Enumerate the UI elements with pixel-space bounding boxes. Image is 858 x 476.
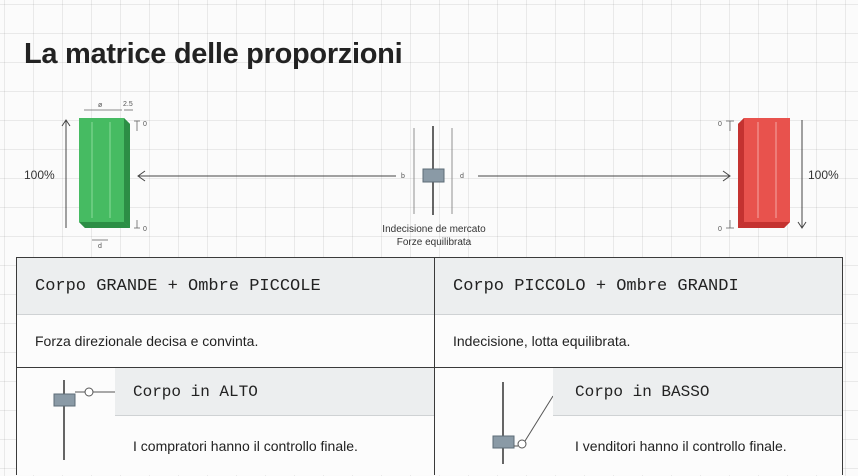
left-height-arrow [61, 119, 71, 228]
right-bottom-zero-label: 0 [718, 226, 722, 233]
left-sub-text: I compratori hanno il controllo finale. [133, 437, 358, 454]
left-bottom-zero-label: 0 [143, 226, 147, 233]
top-small-dimension-label: 2.5 [123, 101, 133, 108]
doji-candle [413, 126, 453, 215]
right-header: Corpo PICCOLO + Ombre GRANDI [435, 258, 842, 315]
left-description: Forza direzionale decisa e convinta. [17, 314, 434, 368]
left-sub-header: Corpo in ALTO [115, 368, 434, 416]
right-top-zero-label: 0 [718, 121, 722, 128]
right-percent-label: 100% [808, 168, 839, 182]
left-bottom-d-label: d [98, 243, 102, 250]
right-sub-section: Corpo in BASSO I venditori hanno il cont… [435, 368, 842, 475]
center-b-label: b [401, 173, 405, 180]
center-caption-line1: Indecisione de mercato [382, 224, 486, 235]
left-arrow [137, 170, 396, 182]
top-dimension-label: ø [98, 102, 103, 109]
center-d-label: d [460, 173, 464, 180]
left-percent-label: 100% [24, 168, 55, 182]
bear-candle [738, 118, 790, 228]
left-column: Corpo GRANDE + Ombre PICCOLE Forza direz… [17, 258, 435, 475]
center-caption-line2: Forze equilibrata [397, 237, 472, 248]
proportion-table: Corpo GRANDE + Ombre PICCOLE Forza direz… [16, 257, 843, 475]
right-sub-text: I venditori hanno il controllo finale. [575, 437, 787, 454]
right-arrow [478, 170, 731, 182]
candle-proportion-diagram: 100% ø 2.5 0 0 d b d Indecisione de merc… [24, 101, 839, 250]
right-sub-header: Corpo in BASSO [553, 368, 842, 416]
right-description: Indecisione, lotta equilibrata. [435, 314, 842, 368]
bull-candle [79, 118, 130, 228]
page-title: La matrice delle proporzioni [24, 38, 403, 70]
left-header: Corpo GRANDE + Ombre PICCOLE [17, 258, 434, 315]
left-sub-section: Corpo in ALTO I compratori hanno il cont… [17, 368, 434, 475]
right-height-arrow [797, 120, 807, 229]
right-column: Corpo PICCOLO + Ombre GRANDI Indecisione… [435, 258, 842, 475]
left-top-zero-label: 0 [143, 121, 147, 128]
